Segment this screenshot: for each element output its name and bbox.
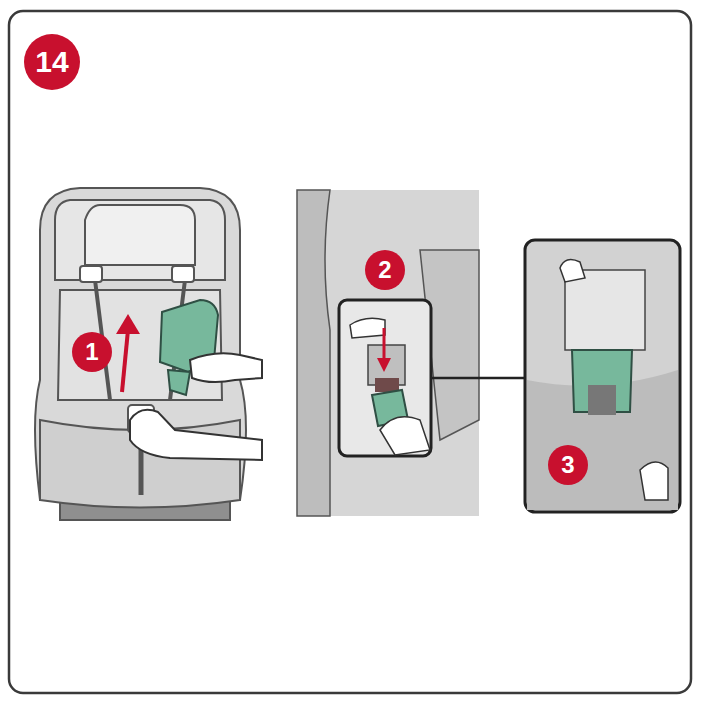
callout-number: 14 bbox=[24, 34, 80, 90]
callout-text: 1 bbox=[85, 340, 98, 364]
callout-text: 2 bbox=[378, 258, 391, 282]
callout-text: 3 bbox=[561, 453, 574, 477]
zoom-line bbox=[431, 377, 525, 380]
buckle-pad bbox=[116, 300, 262, 460]
zoom-view bbox=[525, 240, 680, 512]
callout-number: 2 bbox=[365, 250, 405, 290]
callout-number: 3 bbox=[548, 445, 588, 485]
callout-text: 14 bbox=[35, 47, 68, 77]
detail-view bbox=[297, 190, 479, 516]
callout-number: 1 bbox=[72, 332, 112, 372]
frame bbox=[9, 11, 691, 693]
